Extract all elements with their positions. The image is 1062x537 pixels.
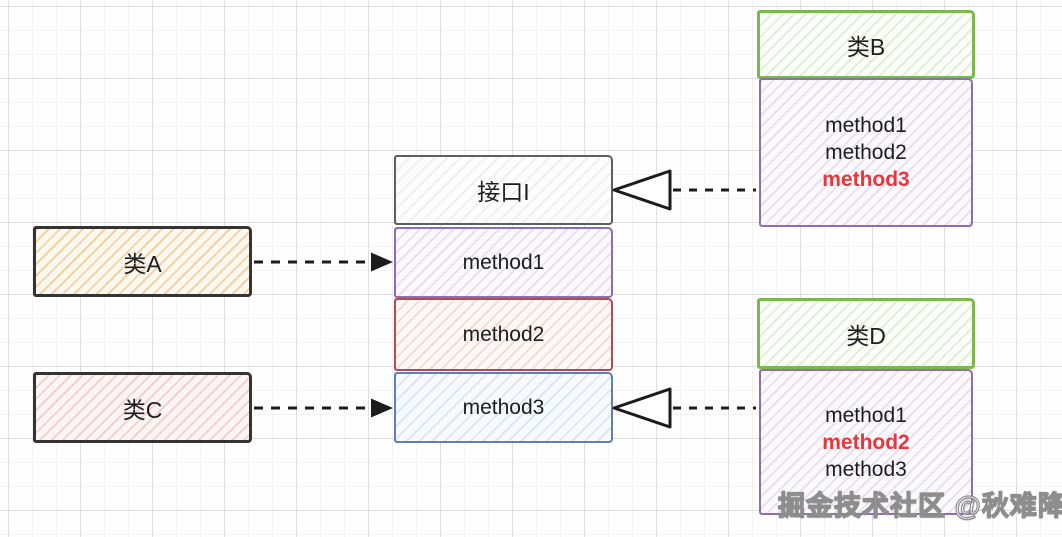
interface-title-box: 接口I — [394, 155, 613, 225]
class-c-box: 类C — [33, 372, 252, 443]
arrow-classA-to-method1 — [254, 252, 393, 272]
class-d-method-3: method3 — [825, 457, 907, 481]
class-b-method-1: method1 — [825, 114, 907, 137]
interface-method1-label: method1 — [462, 250, 545, 274]
class-d-title-label: 类D — [846, 322, 886, 349]
class-d-methods-box: method1 method2 method3 — [759, 369, 973, 515]
class-c-label: 类C — [122, 396, 163, 423]
class-b-title-box: 类B — [757, 10, 975, 79]
arrow-classB-to-interface — [612, 169, 756, 211]
interface-method2-label: method2 — [462, 322, 545, 346]
interface-method3-box: method3 — [394, 372, 613, 443]
interface-method3-label: method3 — [462, 395, 545, 419]
class-a-label: 类A — [123, 250, 162, 277]
class-d-title-box: 类D — [757, 298, 975, 369]
interface-title-label: 接口I — [477, 179, 530, 205]
class-d-method-1: method1 — [825, 403, 907, 427]
class-b-method-2: method2 — [825, 141, 907, 164]
interface-method2-box: method2 — [394, 298, 613, 371]
class-d-method-2-highlighted: method2 — [822, 430, 910, 454]
class-b-methods-box: method1 method2 method3 — [759, 78, 973, 227]
interface-method1-box: method1 — [394, 227, 613, 298]
class-b-title-label: 类B — [846, 33, 886, 60]
arrow-classC-to-method3 — [254, 398, 393, 418]
arrow-classD-to-method3 — [612, 387, 756, 429]
class-b-method-3-highlighted: method3 — [822, 168, 910, 191]
watermark-text: 掘金技术社区 @秋难降 — [777, 490, 1062, 521]
class-a-box: 类A — [33, 226, 252, 297]
